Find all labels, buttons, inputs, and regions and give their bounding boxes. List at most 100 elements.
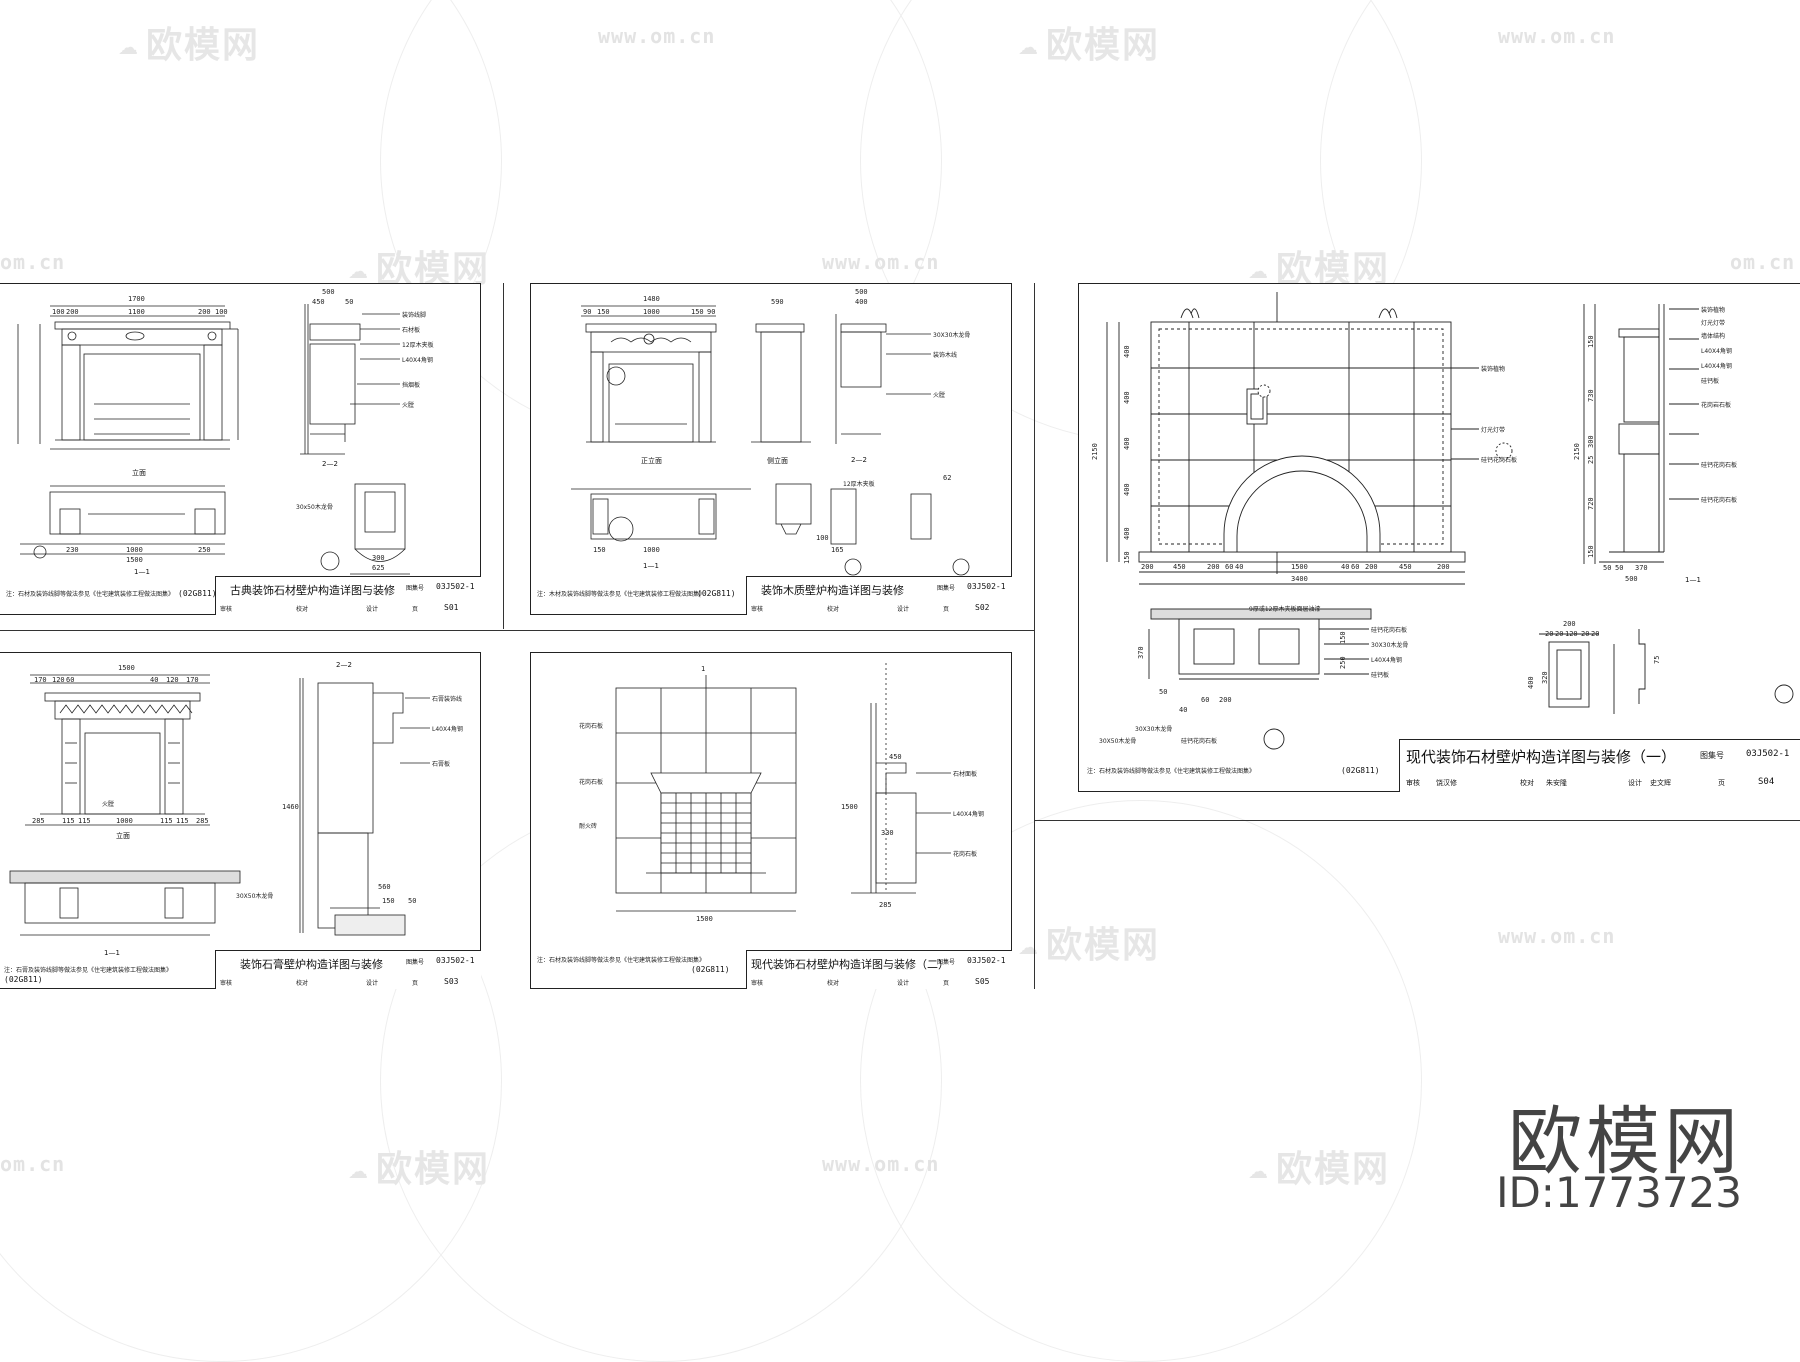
dim-text: 200 — [1563, 620, 1576, 628]
sign-label: 设计 — [897, 980, 910, 987]
dim-text: 2150 — [1091, 443, 1099, 460]
page-number: S01 — [444, 603, 459, 612]
standard-code: (02G811) — [1341, 766, 1380, 775]
dim-text: 1000 — [643, 546, 660, 554]
callout-label: 挡烟板 — [402, 382, 421, 389]
watermark-logo: ☁欧模网 — [1018, 25, 1161, 66]
title-block: 装饰石膏壁炉构造详图与装修 图集号 03J502-1 审核 校对 设计 页 S0… — [215, 950, 481, 989]
atlas-number: 03J502-1 — [967, 956, 1006, 965]
atlas-number: 03J502-1 — [436, 956, 475, 965]
dim-text: 115 — [78, 817, 91, 825]
section-caption: 1—1 — [1685, 576, 1701, 584]
callout-label: L40X4角钢 — [1701, 348, 1732, 355]
callout-label: 装饰木线 — [933, 352, 958, 359]
signature-name: 史文辉 — [1650, 779, 1671, 787]
sheet-title: 装饰木质壁炉构造详图与装修 — [761, 584, 904, 597]
dim-text: 115 — [176, 817, 189, 825]
dim-text: 1100 — [128, 308, 145, 316]
atlas-label: 图集号 — [937, 959, 956, 966]
sheet-title: 古典装饰石材壁炉构造详图与装修 — [230, 584, 395, 597]
dim-text: 1500 — [118, 664, 135, 672]
watermark-logo: ☁欧模网 — [1018, 925, 1161, 966]
dim-text: 170 — [34, 676, 47, 684]
drawing-sheet-s04: 2150 400 400 400 400 400 150 3400 200 45… — [1078, 283, 1800, 792]
dim-text: 300 — [372, 554, 385, 562]
page-number: S03 — [444, 977, 459, 986]
dim-text: 120 — [166, 676, 179, 684]
callout-label: 硅钙花岗石板 — [1701, 462, 1738, 469]
section-caption: 2—2 — [851, 456, 867, 464]
callout-label: 火膛 — [933, 392, 946, 399]
callout-label: 灯光灯带 — [1481, 427, 1506, 434]
plan-caption: 1—1 — [104, 949, 120, 957]
sheet-s05-drawing — [615, 663, 951, 912]
dim-text: 120 — [1565, 630, 1578, 638]
dim-text: 1460 — [282, 803, 299, 811]
callout-label: 12厚木夹板 — [402, 342, 434, 349]
plan-caption: 1—1 — [134, 568, 150, 576]
standard-code: (02G811) — [691, 965, 730, 974]
asset-id: ID:1773723 — [1496, 1168, 1742, 1217]
callout-label: L40X4角钢 — [1701, 363, 1732, 370]
dim-text: 500 — [322, 288, 335, 296]
callout-label: 硅钙花岗石板 — [1481, 457, 1518, 464]
dim-text: 100 — [215, 308, 228, 316]
callout-label: 装饰植物 — [1701, 307, 1726, 314]
dim-text: 1500 — [841, 803, 858, 811]
callout-label: 30X30木龙骨 — [933, 332, 971, 339]
dim-text: 150 — [382, 897, 395, 905]
callout-label: 耐火砖 — [579, 823, 598, 830]
drawing-sheet-s01: 1700 100 200 1100 200 100 立面 230 1000 25… — [0, 283, 481, 615]
dim-text: 450 — [1399, 563, 1412, 571]
watermark-logo: ☁欧模网 — [118, 25, 261, 66]
atlas-number: 03J502-1 — [436, 582, 475, 591]
sign-label: 审核 — [751, 980, 764, 987]
watermark-logo: ☁欧模网 — [348, 1149, 491, 1190]
dim-text: 90 — [583, 308, 592, 316]
dim-text: 40 — [1341, 563, 1350, 571]
dim-text: 250 — [198, 546, 211, 554]
standard-code: (02G811) — [178, 589, 217, 598]
dim-text: 500 — [855, 288, 868, 296]
sign-label: 校对 — [296, 980, 309, 987]
callout-label: 硅钙花岗石板 — [1701, 497, 1738, 504]
dim-text: 400 — [1527, 676, 1535, 689]
dim-text: 150 — [691, 308, 704, 316]
dim-text: 50 — [408, 897, 417, 905]
dim-text: 200 — [1141, 563, 1154, 571]
sign-label: 校对 — [296, 606, 309, 613]
dim-text: 200 — [198, 308, 211, 316]
page-label: 页 — [412, 606, 419, 613]
sign-label: 审核 — [1406, 779, 1420, 787]
dim-text: 150 — [1339, 631, 1347, 644]
dim-text: 250 — [1339, 656, 1347, 669]
callout-label: L40X4角钢 — [402, 357, 433, 364]
dim-text: 1500 — [1291, 563, 1308, 571]
callout-label: 石膏板 — [432, 761, 451, 768]
dim-text: 50 — [1159, 688, 1168, 696]
callout-label: 灯光灯带 — [1701, 320, 1726, 327]
callout-label: L40X4角钢 — [432, 726, 463, 733]
callout-label: 硅钙板 — [1701, 378, 1720, 385]
dim-text: 200 — [1437, 563, 1450, 571]
callout-label: 花岗石板 — [579, 779, 604, 786]
atlas-label: 图集号 — [406, 959, 425, 966]
dim-text: 560 — [378, 883, 391, 891]
dim-text: 170 — [186, 676, 199, 684]
page-label: 页 — [1718, 779, 1725, 787]
callout-label: 30X30木龙骨 — [1371, 642, 1409, 649]
dim-text: 150 — [1587, 545, 1595, 558]
dim-text: 590 — [771, 298, 784, 306]
dim-text: 115 — [62, 817, 75, 825]
dim-text: 370 — [1635, 564, 1648, 572]
section-caption: 2—2 — [322, 460, 338, 468]
dim-text: 625 — [372, 564, 385, 572]
callout-label: 火膛 — [402, 402, 415, 409]
sheet-note: 注：石材及装饰线脚等做法参见《住宅建筑装修工程做法图集》 — [6, 591, 175, 598]
watermark-url: www.om.cn — [598, 24, 716, 48]
dim-text: 50 — [1615, 564, 1624, 572]
dim-text: 200 — [1219, 696, 1232, 704]
watermark-url: www.om.cn — [1498, 924, 1616, 948]
dim-text: 2150 — [1573, 443, 1581, 460]
dim-text: 75 — [1653, 655, 1661, 664]
